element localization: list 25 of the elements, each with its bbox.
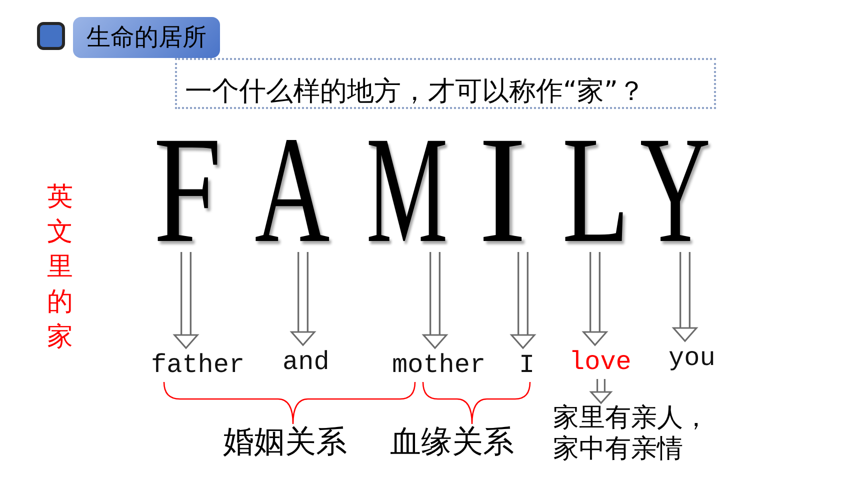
block-arrow: [422, 252, 448, 349]
bracket-label: 血缘关系: [390, 424, 514, 460]
block-arrow: [590, 379, 612, 404]
block-arrow: [672, 252, 698, 342]
big-letter: A: [254, 133, 330, 252]
bracket-label: 婚姻关系: [223, 424, 347, 460]
note-text: 家里有亲人，家中有亲情: [553, 403, 715, 465]
word: and: [282, 345, 330, 379]
title-banner: 生命的居所: [73, 17, 220, 58]
block-arrow: [174, 252, 198, 349]
big-letter: M: [366, 133, 448, 252]
big-letter: L: [562, 133, 629, 252]
word: I: [519, 348, 535, 382]
word: mother: [392, 348, 486, 382]
block-arrow: [510, 252, 536, 349]
big-letter: F: [153, 133, 222, 252]
block-arrow: [290, 252, 316, 346]
word: father: [151, 348, 245, 382]
word: love: [569, 345, 632, 379]
vertical-label: 英文里的家: [47, 181, 74, 354]
big-letter: I: [478, 133, 526, 252]
question-box: 一个什么样的地方，才可以称作“家”？: [175, 58, 716, 109]
big-letter: Y: [639, 133, 710, 252]
block-arrow: [582, 252, 608, 346]
word: you: [668, 341, 716, 375]
